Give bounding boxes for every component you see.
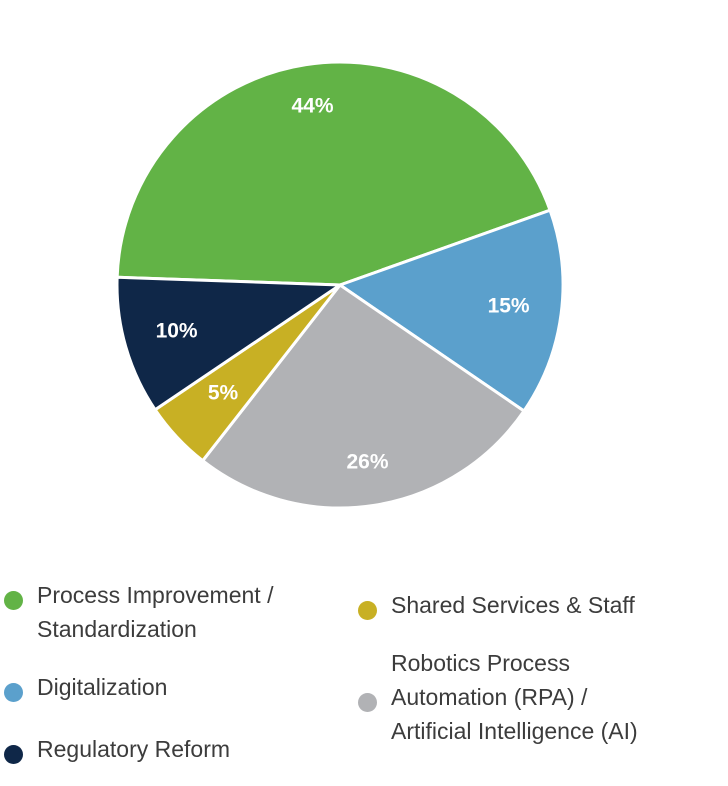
legend-dot-digitalization	[4, 683, 23, 702]
legend-item-shared-services: Shared Services & Staff	[358, 588, 635, 622]
legend-dot-rpa-ai	[358, 693, 377, 712]
legend-label-rpa-ai: Robotics Process Automation (RPA) / Arti…	[391, 650, 638, 744]
pie-slice	[115, 60, 552, 287]
pie-labels: 44% 15% 26% 5% 10%	[156, 95, 530, 474]
legend-item-digitalization: Digitalization	[4, 670, 167, 704]
pie-slice-label: 5%	[208, 382, 239, 405]
legend-dot-regulatory-reform	[4, 745, 23, 764]
pie-slices	[115, 60, 565, 510]
legend-item-process-improvement: Process Improvement / Standardization	[4, 578, 273, 646]
pie-slice-label: 44%	[291, 95, 333, 118]
pie-slice-label: 15%	[488, 294, 530, 317]
legend-label-shared-services: Shared Services & Staff	[391, 592, 635, 618]
pie-slice	[338, 208, 565, 413]
pie-slice-label: 10%	[156, 319, 198, 342]
pie-slice-label: 26%	[346, 450, 388, 473]
legend-item-regulatory-reform: Regulatory Reform	[4, 732, 230, 766]
pie-chart: 44% 15% 26% 5% 10%	[115, 60, 565, 510]
pie-slice	[115, 275, 342, 412]
pie-slice	[201, 283, 526, 510]
legend-item-rpa-ai: Robotics Process Automation (RPA) / Arti…	[358, 646, 638, 748]
legend-dot-shared-services	[358, 601, 377, 620]
legend-label-process-improvement: Process Improvement / Standardization	[37, 582, 274, 642]
chart-legend: Process Improvement / Standardization Di…	[0, 570, 728, 786]
legend-label-digitalization: Digitalization	[37, 674, 168, 700]
legend-dot-process-improvement	[4, 591, 23, 610]
legend-label-regulatory-reform: Regulatory Reform	[37, 736, 231, 762]
